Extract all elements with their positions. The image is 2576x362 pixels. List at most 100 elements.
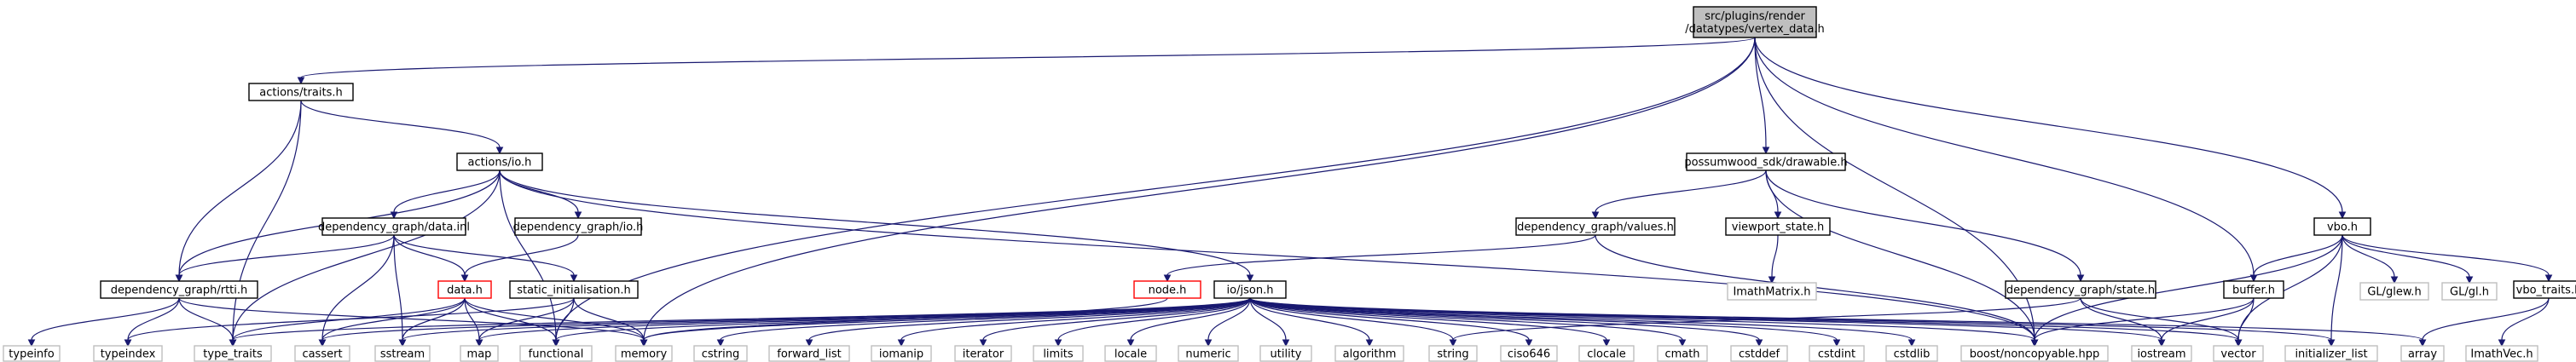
node-box-iomanip: [871, 345, 932, 362]
edge-iojson-to-cmath: [1249, 297, 1683, 341]
node-vbo[interactable]: vbo.h: [2313, 217, 2371, 236]
node-iomanip[interactable]: iomanip: [871, 345, 932, 362]
node-limits[interactable]: limits: [1033, 345, 1084, 362]
node-values[interactable]: dependency_graph/values.h: [1515, 217, 1676, 236]
node-nodeh[interactable]: node.h: [1133, 280, 1201, 299]
node-vbotraits[interactable]: vbo_traits.h: [2513, 280, 2576, 299]
edge-buffer-to-iostream: [2161, 297, 2255, 341]
arrowhead-root-to-vbo: [2338, 211, 2347, 220]
edge-iojson-to-cstring: [720, 297, 1251, 341]
node-label-glgl: GL/gl.h: [2450, 286, 2489, 299]
arrowhead-iojson-to-utility: [1282, 339, 1290, 348]
node-ciso646[interactable]: ciso646: [1500, 345, 1558, 362]
node-cstdint[interactable]: cstdint: [1809, 345, 1865, 362]
node-box-actio: [456, 152, 543, 171]
node-initlist[interactable]: initializer_list: [2284, 345, 2378, 362]
edge-dgdatainl-to-sstream: [393, 234, 403, 341]
node-label-dgio: dependency_graph/io.h: [513, 221, 644, 234]
node-label-type_traits: type_traits: [203, 348, 263, 361]
arrowhead-iojson-to-memory: [640, 339, 648, 348]
edge-iojson-to-locale: [1130, 297, 1251, 341]
node-label-iomanip: iomanip: [879, 348, 923, 361]
node-map[interactable]: map: [460, 345, 499, 362]
node-box-rtti: [100, 280, 258, 299]
node-forward_list[interactable]: forward_list: [768, 345, 850, 362]
node-box-string: [1428, 345, 1478, 362]
edge-actio-to-functional: [499, 170, 557, 341]
node-label-numeric: numeric: [1185, 348, 1230, 361]
node-box-imathmatrix: [1727, 282, 1817, 301]
node-label-cmath: cmath: [1664, 348, 1699, 361]
node-cstring[interactable]: cstring: [693, 345, 748, 362]
edge-root-to-memory: [643, 37, 1756, 341]
node-box-ciso646: [1500, 345, 1558, 362]
node-iojson[interactable]: io/json.h: [1213, 280, 1287, 299]
node-clocale[interactable]: clocale: [1578, 345, 1635, 362]
edge-drawable-to-dgstate: [1765, 170, 2081, 276]
node-functional[interactable]: functional: [519, 345, 593, 362]
node-cstdlib[interactable]: cstdlib: [1885, 345, 1938, 362]
node-imathvec[interactable]: ImathVec.h: [2465, 345, 2538, 362]
node-label-memory: memory: [621, 348, 668, 361]
node-iostream[interactable]: iostream: [2131, 345, 2192, 362]
node-label-root: /datatypes/vertex_data.h: [1685, 23, 1825, 36]
node-imathmatrix[interactable]: ImathMatrix.h: [1727, 282, 1817, 301]
node-datah[interactable]: data.h: [437, 280, 492, 299]
node-staticinit[interactable]: static_initialisation.h: [509, 280, 639, 299]
node-buffer[interactable]: buffer.h: [2223, 280, 2284, 299]
node-dgstate[interactable]: dependency_graph/state.h: [2005, 280, 2156, 299]
node-drawable[interactable]: possumwood_sdk/drawable.h: [1684, 152, 1848, 171]
node-algorithm[interactable]: algorithm: [1334, 345, 1404, 362]
node-numeric[interactable]: numeric: [1178, 345, 1239, 362]
node-typeindex[interactable]: typeindex: [93, 345, 163, 362]
node-glgl[interactable]: GL/gl.h: [2441, 282, 2498, 301]
node-array[interactable]: array: [2400, 345, 2445, 362]
node-traits[interactable]: actions/traits.h: [248, 83, 354, 101]
node-utility[interactable]: utility: [1259, 345, 1312, 362]
node-box-nodeh: [1133, 280, 1201, 299]
edge-actio-to-noncopyable: [499, 170, 2035, 341]
node-rtti[interactable]: dependency_graph/rtti.h: [100, 280, 258, 299]
edge-vbo-to-buffer: [2253, 234, 2343, 276]
node-dgio[interactable]: dependency_graph/io.h: [513, 217, 644, 236]
edge-iojson-to-ciso646: [1249, 297, 1530, 341]
node-cmath[interactable]: cmath: [1657, 345, 1708, 362]
edge-iojson-to-iostream: [1249, 297, 2162, 341]
node-label-iostream: iostream: [2137, 348, 2185, 361]
node-label-locale: locale: [1114, 348, 1147, 361]
node-actio[interactable]: actions/io.h: [456, 152, 543, 171]
node-sstream[interactable]: sstream: [374, 345, 431, 362]
node-iterator[interactable]: iterator: [954, 345, 1012, 362]
arrowhead-vbo-to-initlist: [2327, 339, 2336, 348]
node-box-cstdint: [1809, 345, 1865, 362]
node-box-array: [2400, 345, 2445, 362]
node-string[interactable]: string: [1428, 345, 1478, 362]
node-box-typeinfo: [3, 345, 61, 362]
node-noncopyable[interactable]: boost/noncopyable.hpp: [1960, 345, 2109, 362]
node-cassert[interactable]: cassert: [294, 345, 350, 362]
node-vector[interactable]: vector: [2213, 345, 2264, 362]
node-type_traits[interactable]: type_traits: [194, 345, 272, 362]
edge-viewport-to-imathmatrix: [1771, 234, 1779, 278]
node-viewport[interactable]: viewport_state.h: [1725, 217, 1831, 236]
node-typeinfo[interactable]: typeinfo: [3, 345, 61, 362]
node-label-noncopyable: boost/noncopyable.hpp: [1970, 348, 2100, 361]
node-box-locale: [1104, 345, 1157, 362]
node-box-cmath: [1657, 345, 1708, 362]
edge-iojson-to-vector: [1249, 297, 2239, 341]
node-cstddef[interactable]: cstddef: [1730, 345, 1788, 362]
edge-iojson-to-cassert: [321, 297, 1251, 341]
node-label-viewport: viewport_state.h: [1732, 221, 1824, 234]
node-dgdatainl[interactable]: dependency_graph/data.inl: [318, 217, 470, 236]
edge-iojson-to-forward_list: [808, 297, 1251, 341]
edge-iojson-to-limits: [1057, 297, 1251, 341]
node-locale[interactable]: locale: [1104, 345, 1157, 362]
node-memory[interactable]: memory: [615, 345, 673, 362]
arrowhead-actio-to-dgio: [574, 211, 582, 220]
node-box-vbotraits: [2513, 280, 2576, 299]
node-root[interactable]: src/plugins/render/datatypes/vertex_data…: [1685, 6, 1825, 38]
node-glew[interactable]: GL/glew.h: [2359, 282, 2429, 301]
node-box-cstddef: [1730, 345, 1788, 362]
node-box-utility: [1259, 345, 1312, 362]
